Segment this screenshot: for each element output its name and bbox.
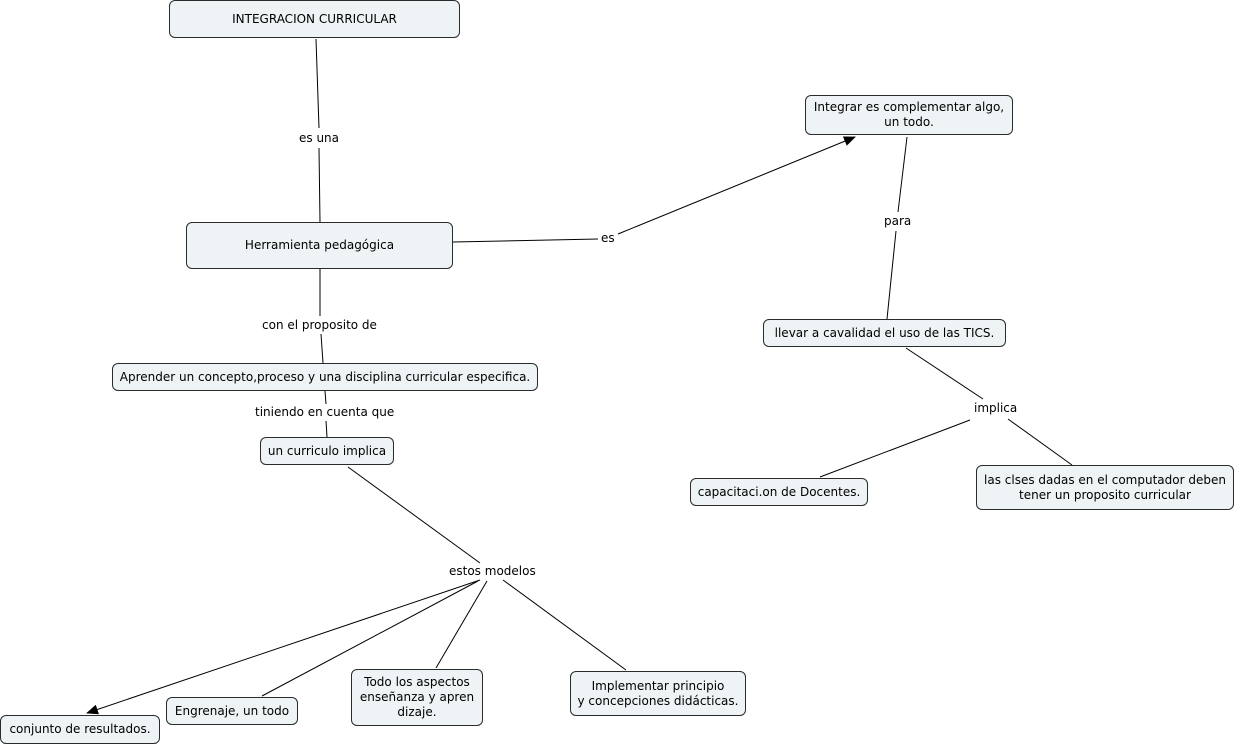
edge-es-integrar [617, 136, 856, 235]
link-estos-modelos: estos modelos [447, 564, 538, 579]
concept-integracion-curricular[interactable]: INTEGRACION CURRICULAR [169, 0, 460, 38]
link-con-el-proposito-de: con el proposito de [260, 318, 379, 333]
concept-implementar[interactable]: Implementar principio y concepciones did… [570, 671, 746, 716]
link-implica: implica [972, 401, 1020, 416]
edge-proposito-aprender [320, 333, 324, 364]
edge-tiniendo-curriculo [325, 420, 328, 438]
edge-curriculo-modelos [347, 466, 481, 564]
concept-aprender[interactable]: Aprender un concepto,proceso y una disci… [112, 363, 538, 391]
edge-implica-clses [1007, 418, 1073, 466]
edge-aprender-tiniendo [324, 390, 327, 405]
link-tiniendo-en-cuenta: tiniendo en cuenta que [253, 405, 397, 420]
concept-conjunto-resultados[interactable]: conjunto de resultados. [0, 715, 160, 744]
edge-modelos-conjunto [86, 579, 481, 715]
edge-herramienta-es [452, 238, 599, 243]
edge-llevar-implica [905, 347, 984, 400]
concept-herramienta-pedagogica[interactable]: Herramienta pedagógica [186, 222, 453, 269]
edge-implica-capacitacion [819, 419, 971, 478]
concept-clses-computador[interactable]: las clses dadas en el computador deben t… [976, 465, 1234, 510]
edge-integracion-esuna [315, 38, 320, 129]
concept-engrenaje[interactable]: Engrenaje, un todo [166, 697, 298, 725]
edge-modelos-engrenaje [261, 580, 479, 697]
edge-modelos-implementar [502, 579, 627, 671]
link-es-una: es una [297, 131, 342, 146]
concept-capacitacion[interactable]: capacitaci.on de Docentes. [690, 478, 868, 506]
edge-integrar-para [897, 136, 908, 213]
edge-esuna-herramienta [318, 147, 321, 223]
link-es: es [599, 231, 617, 246]
edge-para-llevar [886, 230, 897, 320]
concept-todo-aspectos[interactable]: Todo los aspectos enseñanza y apren diza… [351, 669, 483, 726]
concept-llevar-tics[interactable]: llevar a cavalidad el uso de las TICS. [763, 319, 1006, 347]
concept-un-curriculo-implica[interactable]: un curriculo implica [260, 437, 394, 465]
edge-modelos-todo [435, 580, 488, 669]
link-para: para [882, 214, 914, 229]
concept-integrar[interactable]: Integrar es complementar algo, un todo. [805, 95, 1013, 135]
